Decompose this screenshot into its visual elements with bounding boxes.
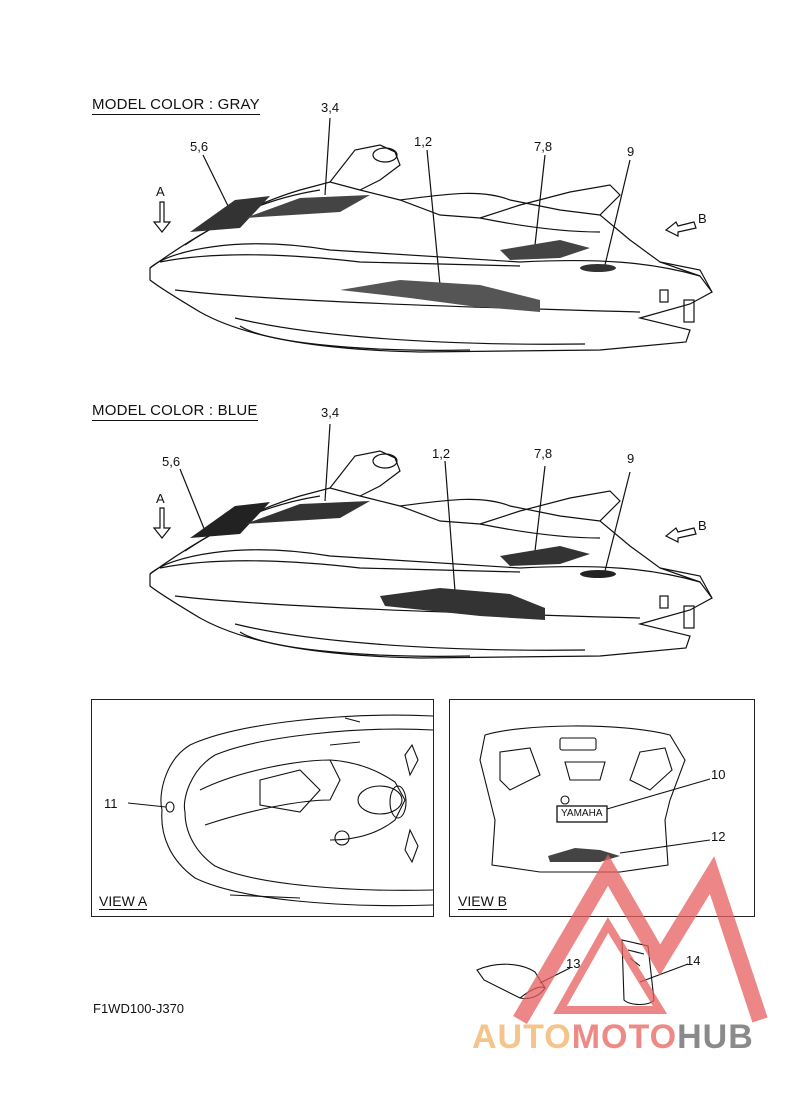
blue-jetski-drawing bbox=[149, 423, 713, 659]
gray-jetski-drawing bbox=[149, 117, 713, 353]
view-b-callout-10: 10 bbox=[711, 767, 726, 782]
watermark-moto: MOTO bbox=[571, 1018, 678, 1056]
blue-model-title: MODEL COLOR : BLUE bbox=[92, 402, 258, 421]
blue-arrow-a-label: A bbox=[156, 491, 165, 506]
blue-callout-1-2: 1,2 bbox=[432, 446, 451, 461]
view-a-box bbox=[91, 699, 434, 917]
view-b-callout-12: 12 bbox=[711, 829, 726, 844]
gray-model-title: MODEL COLOR : GRAY bbox=[92, 96, 260, 115]
gray-arrow-b-label: B bbox=[698, 211, 707, 226]
view-b-box bbox=[449, 699, 755, 917]
gray-callout-5-6: 5,6 bbox=[190, 139, 209, 154]
blue-callout-9: 9 bbox=[627, 451, 635, 466]
gray-callout-7-8: 7,8 bbox=[534, 139, 553, 154]
blue-callout-7-8: 7,8 bbox=[534, 446, 553, 461]
watermark-auto: AUTO bbox=[472, 1018, 572, 1056]
gray-callout-3-4: 3,4 bbox=[321, 100, 340, 115]
blue-callout-5-6: 5,6 bbox=[162, 454, 181, 469]
gray-callout-9: 9 bbox=[627, 144, 635, 159]
blue-callout-3-4: 3,4 bbox=[321, 405, 340, 420]
gray-arrow-a-label: A bbox=[156, 184, 165, 199]
blue-arrow-b-label: B bbox=[698, 518, 707, 533]
part-code: F1WD100-J370 bbox=[93, 1001, 185, 1016]
watermark-text: AUTOMOTOHUB bbox=[472, 1018, 754, 1057]
callout-13: 13 bbox=[566, 956, 581, 971]
view-b-badge-text: YAMAHA bbox=[561, 808, 603, 819]
watermark-hub: HUB bbox=[677, 1018, 754, 1056]
callout-14: 14 bbox=[686, 953, 701, 968]
view-a-label: VIEW A bbox=[99, 893, 148, 910]
view-b-label: VIEW B bbox=[458, 893, 508, 910]
view-a-callout-11: 11 bbox=[104, 796, 118, 811]
gray-callout-1-2: 1,2 bbox=[414, 134, 433, 149]
